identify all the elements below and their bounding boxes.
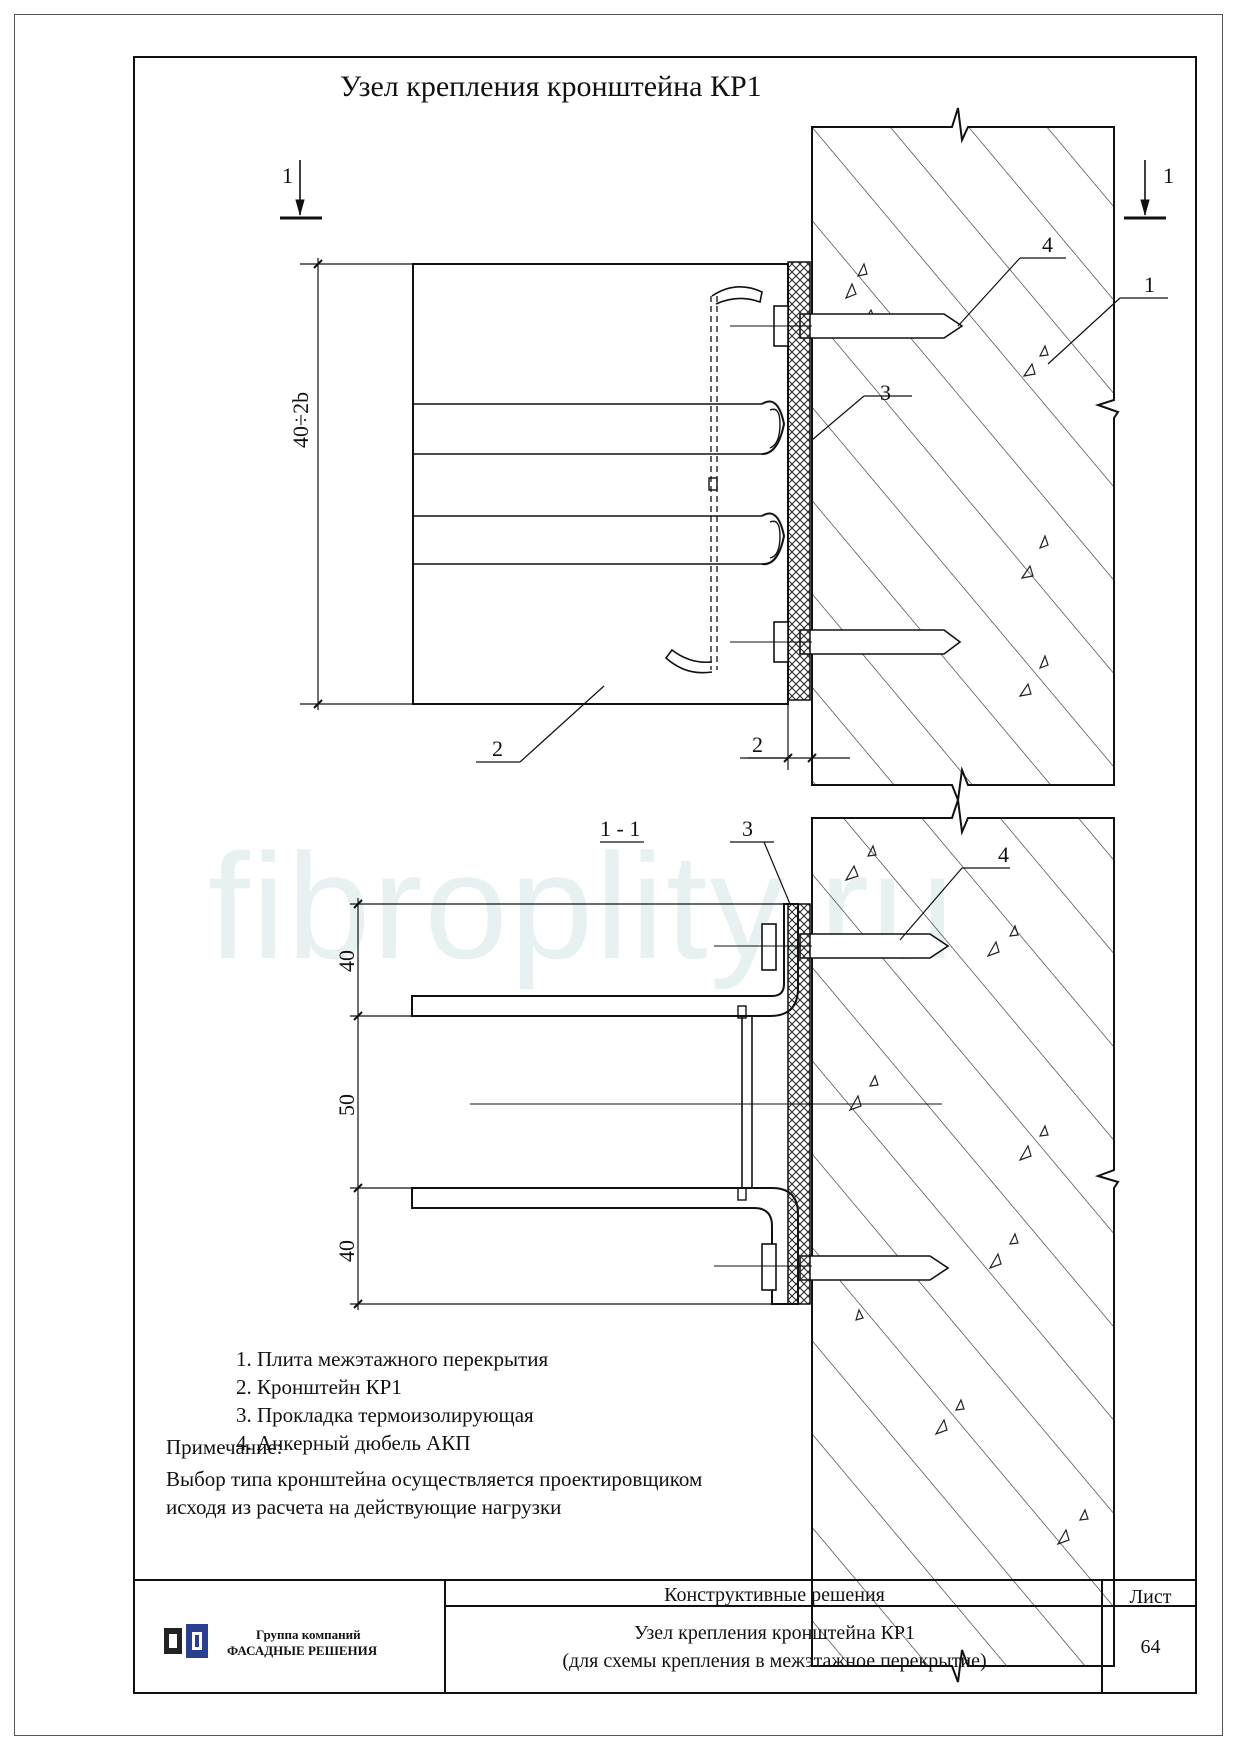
callout-4-section: 4 [998, 842, 1009, 867]
company-logo-icon [164, 1624, 208, 1658]
legend-item: 2. Кронштейн КР1 [236, 1375, 402, 1399]
dimension-40-top-label: 40 [334, 950, 359, 972]
note-text: Выбор типа кронштейна осуществляется про… [166, 1465, 702, 1521]
company-name-line2: ФАСАДНЫЕ РЕШЕНИЯ [227, 1643, 378, 1658]
legend-item: 1. Плита межэтажного перекрытия [236, 1347, 549, 1371]
title-block-drawing-title-2: (для схемы крепления в межэтажное перекр… [562, 1650, 987, 1672]
callout-2: 2 [492, 736, 503, 761]
section-mark-left-label: 1 [282, 163, 293, 188]
legend-item: 4. Анкерный дюбель АКП [236, 1431, 471, 1455]
drawing-title: Узел крепления кронштейна КР1 [340, 70, 762, 103]
callout-3-section: 3 [742, 816, 753, 841]
dimension-40-bottom-label: 40 [334, 1240, 359, 1262]
dimension-gap-label: 2 [752, 732, 763, 757]
section-mark-left [280, 160, 322, 220]
title-block-section: Конструктивные решения [664, 1584, 885, 1606]
bracket-front-view [412, 263, 812, 705]
sheet-label: Лист [1129, 1586, 1172, 1608]
slab-top [799, 107, 1120, 804]
callout-1: 1 [1144, 272, 1155, 297]
callout-3-top: 3 [880, 380, 891, 405]
dimensions-section [350, 898, 784, 1310]
section-mark-right [1124, 160, 1166, 220]
sheet-inner-frame [133, 56, 1197, 1694]
note-heading: Примечание: [166, 1435, 283, 1459]
note-line: Выбор типа кронштейна осуществляется про… [166, 1467, 703, 1491]
leaders-top [476, 257, 1168, 763]
title-block-grid [133, 1579, 1197, 1694]
legend-list: 1. Плита межэтажного перекрытия 2. Кронш… [236, 1345, 548, 1457]
thermal-pad-top [787, 261, 811, 701]
section-label: 1 - 1 [600, 816, 641, 841]
slab-section [799, 799, 1120, 1683]
legend-item: 3. Прокладка термоизолирующая [236, 1403, 534, 1427]
sheet-number: 64 [1140, 1636, 1161, 1658]
callout-4-top: 4 [1042, 232, 1053, 257]
dimension-height-top-label: 40÷2b [288, 391, 313, 448]
section-mark-right-label: 1 [1163, 163, 1174, 188]
dimension-height-top [300, 258, 413, 710]
bracket-section-view [411, 903, 942, 1305]
dimension-50-label: 50 [334, 1094, 359, 1116]
company-name-line1: Группа компаний [256, 1627, 361, 1642]
note-line: исходя из расчета на действующие нагрузк… [166, 1495, 562, 1519]
sheet-outer-frame [14, 14, 1223, 1736]
leaders-section [600, 841, 1010, 941]
title-block-drawing-title-1: Узел крепления кронштейна КР1 [633, 1622, 916, 1644]
